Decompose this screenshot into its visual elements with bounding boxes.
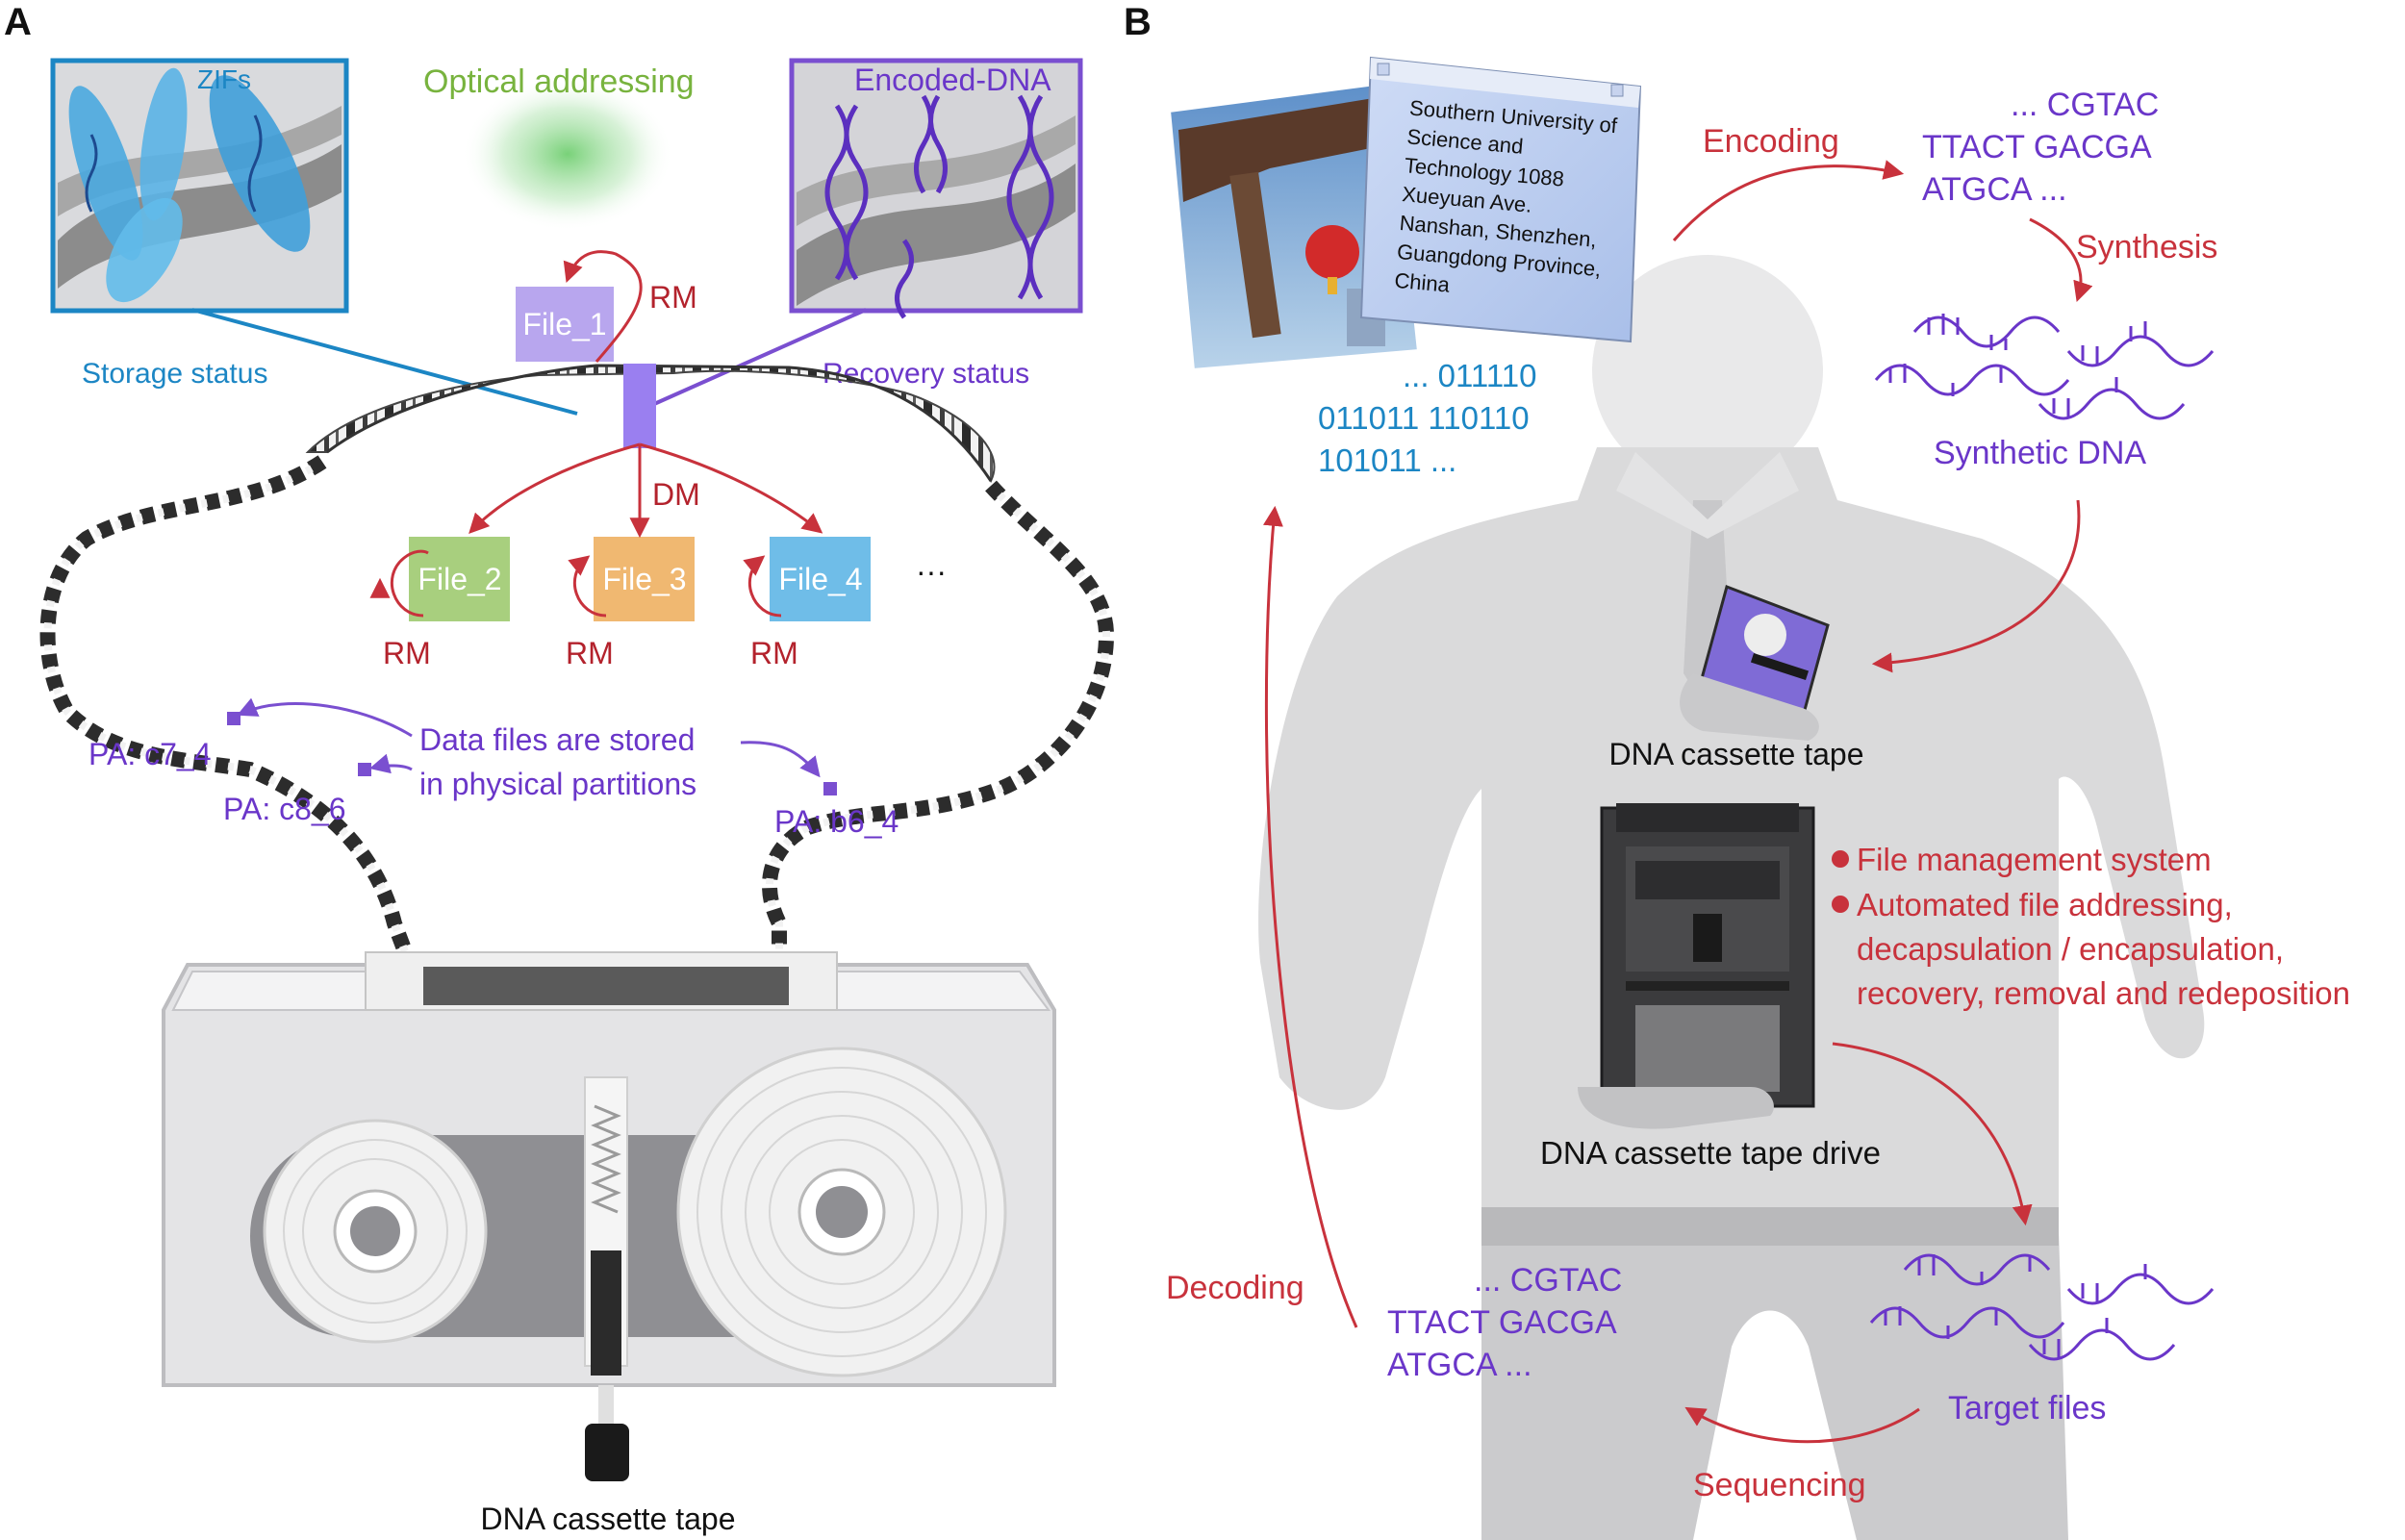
arrow-to-c8-6 bbox=[368, 753, 413, 774]
deposit-arrow bbox=[1871, 499, 2081, 673]
photo-card bbox=[1166, 79, 1422, 373]
rm-label-file2: RM bbox=[383, 636, 431, 670]
optical-addressing-label: Optical addressing bbox=[423, 63, 695, 100]
synthetic-dna-strands bbox=[1874, 314, 2215, 420]
binary-line-1: ... 011110 bbox=[1403, 358, 1536, 393]
sequencing-arrow bbox=[1684, 1406, 1920, 1444]
dm-arrow-file2 bbox=[468, 442, 641, 535]
tape-drive-device bbox=[1578, 803, 1815, 1129]
arrow-to-b6-4 bbox=[740, 741, 821, 778]
rm-loop-file1 bbox=[563, 250, 643, 363]
file3-label: File_3 bbox=[602, 562, 686, 596]
bullet-dot-2 bbox=[1832, 896, 1849, 913]
synthetic-dna-label: Synthetic DNA bbox=[1934, 435, 2146, 471]
seq-bottom-line-1: ... CGTAC bbox=[1474, 1262, 1622, 1299]
bullet-line-3: decapsulation / encapsulation, bbox=[1857, 931, 2284, 967]
encoding-label: Encoding bbox=[1703, 123, 1839, 160]
panel-a: A ZIFs Storage status Optical addressing bbox=[4, 1, 1115, 1536]
data-files-line1: Data files are stored bbox=[419, 722, 695, 757]
recovery-leader-line bbox=[653, 308, 867, 406]
zifs-label: ZIFs bbox=[197, 64, 251, 94]
recovery-status-label: Recovery status bbox=[823, 358, 1029, 390]
pa-c7-4-mark bbox=[227, 712, 240, 725]
file2-label: File_2 bbox=[418, 562, 501, 596]
tape-drive-label: DNA cassette tape drive bbox=[1540, 1135, 1881, 1171]
target-files-label: Target files bbox=[1948, 1390, 2106, 1426]
storage-status-label: Storage status bbox=[82, 358, 267, 390]
arrow-to-c7-4 bbox=[237, 697, 413, 738]
pa-c7-4-label: PA: c7_4 bbox=[89, 737, 211, 771]
cassette-body bbox=[162, 951, 1056, 1481]
bullet-line-1: File management system bbox=[1857, 842, 2212, 877]
file1-box bbox=[516, 287, 614, 362]
tape-path-right bbox=[762, 480, 1115, 1000]
pa-c8-6-mark bbox=[358, 763, 371, 776]
encoding-arrow bbox=[1672, 160, 1905, 241]
binary-line-2: 011011 110110 bbox=[1318, 400, 1530, 436]
cassette-tape-label: DNA cassette tape bbox=[1608, 737, 1863, 771]
tape-path-left bbox=[39, 455, 431, 1003]
file4-box bbox=[770, 537, 871, 621]
encoded-dna-inset: Encoded-DNA bbox=[789, 58, 1083, 319]
pa-b6-4-label: PA: b6_4 bbox=[774, 804, 899, 839]
panel-b-letter: B bbox=[1124, 1, 1152, 43]
rm-label-file1: RM bbox=[649, 280, 697, 315]
target-dna-strands bbox=[1869, 1253, 2215, 1361]
bullet-line-4: recovery, removal and redeposition bbox=[1857, 975, 2350, 1011]
decoding-arrow bbox=[1262, 505, 1358, 1328]
rm-label-file3: RM bbox=[566, 636, 614, 670]
panel-b: B Southern University of Sci bbox=[1124, 1, 2350, 1540]
panel-a-letter: A bbox=[4, 1, 32, 43]
encoded-dna-label: Encoded-DNA bbox=[854, 63, 1051, 97]
more-files-ellipsis: ··· bbox=[916, 554, 947, 589]
address-note: Southern University of Science and Techn… bbox=[1359, 56, 1642, 343]
seq-bottom-line-2: TTACT GACGA bbox=[1387, 1304, 1617, 1341]
synthesis-arrow bbox=[2029, 217, 2093, 302]
bullet-dot-1 bbox=[1832, 850, 1849, 868]
zifs-inset: ZIFs bbox=[50, 58, 349, 314]
decoding-label: Decoding bbox=[1166, 1270, 1304, 1306]
rm-label-file4: RM bbox=[750, 636, 798, 670]
dm-label: DM bbox=[652, 477, 700, 512]
storage-leader-line bbox=[191, 308, 578, 416]
seq-top-line-1: ... CGTAC bbox=[2011, 87, 2159, 123]
data-files-line2: in physical partitions bbox=[419, 767, 696, 801]
optical-glow bbox=[462, 77, 673, 231]
binary-line-3: 101011 ... bbox=[1318, 442, 1456, 478]
bullet-line-2: Automated file addressing, bbox=[1857, 887, 2233, 922]
pa-c8-6-label: PA: c8_6 bbox=[223, 792, 345, 826]
file1-label: File_1 bbox=[522, 307, 606, 341]
file3-box bbox=[594, 537, 695, 621]
seq-top-line-2: TTACT GACGA bbox=[1922, 129, 2152, 165]
address-line-7: China bbox=[1394, 268, 1452, 297]
dm-arrow-file4 bbox=[639, 442, 823, 534]
retrieve-arrow bbox=[1832, 1042, 2033, 1226]
handheld-cassette bbox=[1680, 585, 1830, 741]
sequencing-label: Sequencing bbox=[1693, 1467, 1866, 1503]
seq-bottom-line-3: ATGCA ... bbox=[1387, 1347, 1532, 1383]
cassette-caption: DNA cassette tape bbox=[480, 1502, 735, 1536]
pa-b6-4-mark bbox=[823, 782, 837, 795]
seq-top-line-3: ATGCA ... bbox=[1922, 171, 2067, 208]
synthesis-label: Synthesis bbox=[2076, 229, 2217, 265]
file1-partition-mark bbox=[623, 364, 656, 448]
file4-label: File_4 bbox=[778, 562, 862, 596]
